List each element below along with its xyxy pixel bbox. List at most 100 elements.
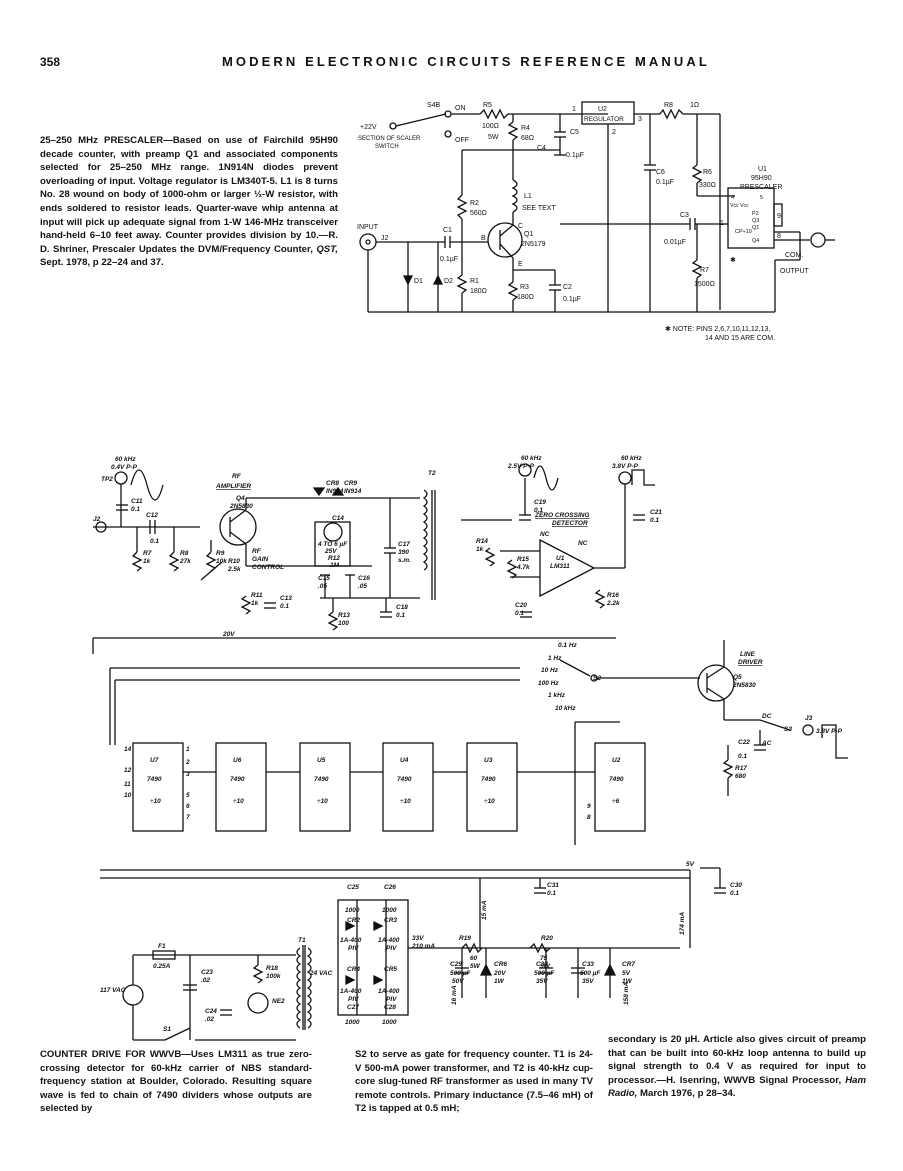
w-q5: Q5	[733, 674, 742, 681]
lbl-q1: Q1	[524, 231, 533, 238]
w-c12: C12	[146, 512, 158, 519]
w-line-driver-1: LINE	[740, 651, 755, 658]
w-c27: C27	[347, 1004, 359, 1011]
lbl-vcc: Vcc Vcc	[730, 203, 749, 209]
pin-7: 7	[186, 814, 190, 821]
w-r12-val: 1M	[330, 562, 340, 569]
w-q4-part: 2N5830	[229, 503, 253, 510]
w-c29-v: 50V	[452, 978, 464, 985]
w-c16-val: .05	[358, 583, 367, 590]
lbl-c3: C3	[680, 212, 689, 219]
w-cr3-piv: PIV	[386, 945, 397, 952]
lbl-output: OUTPUT	[780, 268, 810, 275]
wwvb-caption-col2: S2 to serve as gate for frequency counte…	[355, 1049, 593, 1115]
lbl-pin4: 4	[731, 195, 734, 201]
w-c20: C20	[515, 602, 527, 609]
w-q5-part: 2N5830	[732, 682, 756, 689]
lbl-l1: L1	[524, 193, 532, 200]
w-f1-val: 0.25A	[153, 963, 171, 970]
w-r7-val: 1k	[143, 558, 151, 565]
lbl-r7-val: 1500Ω	[694, 281, 715, 288]
w-cr8: CR8	[326, 480, 339, 487]
w-f1: F1	[158, 943, 166, 950]
w-tp2-lvl: 0.4V P-P	[111, 464, 138, 471]
w-vac117: 117 VAC	[100, 987, 126, 994]
w-c29-val: 500 µF	[450, 970, 471, 977]
w-c22-val: 0.1	[738, 753, 747, 760]
w-r12: R12	[328, 555, 340, 562]
w-c21: C21	[650, 509, 662, 516]
w-s2-4: 1 kHz	[548, 692, 566, 699]
w-c20-val: 0.1	[515, 610, 524, 617]
w-c32-val: 500 µF	[534, 970, 555, 977]
wwvb-caption-tail: March 1976, p 28–34.	[637, 1088, 736, 1100]
lbl-b: B	[481, 235, 486, 242]
w-s3: S3	[784, 726, 792, 733]
w-cr8-part: IN914	[326, 488, 344, 495]
wwvb-caption-body3: secondary is 20 µH. Article also gives c…	[608, 1034, 866, 1086]
w-nc1: NC	[540, 531, 550, 538]
lbl-r2-val: 560Ω	[470, 210, 487, 217]
w-cr6-val: 20V	[493, 970, 506, 977]
w-cr7: CR7	[622, 961, 635, 968]
pin-8: 8	[587, 814, 591, 821]
w-cr5-piv: PIV	[386, 996, 397, 1003]
lbl-c: C	[518, 223, 523, 230]
w-rf-gain-2: GAIN	[252, 556, 269, 563]
w-c13-val: 0.1	[280, 603, 289, 610]
w-out-sig: 60 kHz	[621, 455, 642, 462]
pin-12: 12	[124, 767, 132, 774]
lbl-switch2: SWITCH	[375, 144, 399, 150]
w-c17-u: s.m.	[398, 557, 411, 564]
w-u1-sig: 60 kHz	[521, 455, 542, 462]
prescaler-note-2: 14 AND 15 ARE COM.	[705, 335, 775, 342]
w-c23-val: .02	[201, 977, 210, 984]
lbl-on: ON	[455, 105, 466, 112]
w-s2: S2	[593, 675, 601, 682]
w-v33: 33V	[412, 935, 424, 942]
wwvb-caption-col3: secondary is 20 µH. Article also gives c…	[608, 1033, 866, 1101]
lbl-c45-val: 0.1µF	[566, 152, 584, 159]
pin-2: 2	[185, 759, 190, 766]
pin-1: 1	[186, 746, 190, 753]
w-c11-val: 0.1	[131, 506, 140, 513]
w-dc: DC	[762, 713, 772, 720]
u3-div: ÷10	[484, 798, 495, 805]
w-rf-gain-3: CONTROL	[252, 564, 284, 571]
u4-part: 7490	[397, 776, 412, 783]
pin-14: 14	[124, 746, 132, 753]
w-v20: 20V	[222, 631, 235, 638]
w-c25-val: 1000	[345, 907, 360, 914]
w-s2-0: 0.1 Hz	[558, 642, 578, 649]
lbl-r6: R6	[703, 169, 712, 176]
w-amplifier: AMPLIFIER	[215, 483, 251, 490]
prescaler-caption-source: QST,	[316, 243, 338, 255]
w-c25: C25	[347, 884, 359, 891]
w-r20: R20	[541, 935, 553, 942]
w-cr2-rating: 1A-400	[340, 937, 362, 944]
w-j3: J3	[805, 715, 813, 722]
wwvb-caption-col1: COUNTER DRIVE FOR WWVB—Uses LM311 as tru…	[40, 1048, 312, 1116]
lbl-u2: U2	[598, 106, 607, 113]
w-cr7-w: 1W	[622, 978, 633, 985]
w-j2: J2	[93, 516, 101, 523]
w-r16-val: 2.2k	[606, 600, 620, 607]
wwvb-caption-body1: Uses LM311 as true zero-crossing detecto…	[40, 1049, 312, 1115]
w-r10-val: 2.5k	[227, 566, 241, 573]
lbl-r5: R5	[483, 102, 492, 109]
lbl-pin3: 3	[638, 116, 642, 123]
w-cr4-piv: PIV	[348, 996, 359, 1003]
wwvb-schematic	[92, 463, 848, 1041]
w-ma16: 16 mA	[451, 985, 458, 1005]
w-u1-part: LM311	[550, 563, 570, 570]
w-ma158: 158 mA	[623, 982, 630, 1005]
u5-div: ÷10	[317, 798, 328, 805]
lbl-r6-val: 330Ω	[699, 182, 716, 189]
w-c28-val: 1000	[382, 1019, 397, 1026]
u7-div: ÷10	[150, 798, 161, 805]
wwvb-caption-title: COUNTER DRIVE FOR WWVB—	[40, 1049, 191, 1060]
w-tp2: TP2	[101, 476, 113, 483]
w-s2-5: 10 kHz	[555, 705, 576, 712]
w-ma15: 15 mA	[481, 900, 488, 920]
lbl-r4-val: 68Ω	[521, 135, 534, 142]
